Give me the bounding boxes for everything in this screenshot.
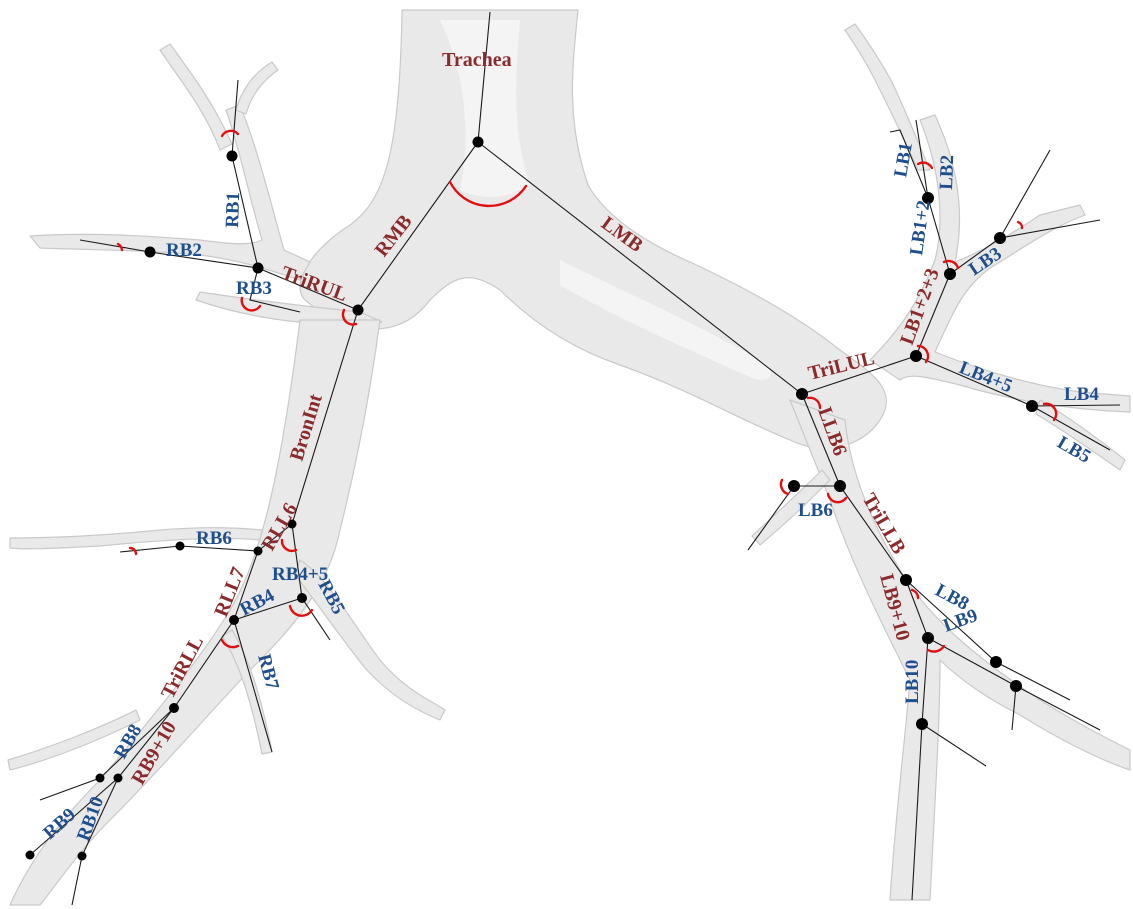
left-lower-surface xyxy=(790,400,1130,900)
node-trirll xyxy=(169,703,179,713)
label-lb9: LB9 xyxy=(941,605,981,637)
centerline-rb6 xyxy=(120,546,258,552)
node-lb9b xyxy=(1010,680,1022,692)
node-lb12-3 xyxy=(944,268,956,280)
node-rb45 xyxy=(297,593,307,603)
label-rb45: RB4+5 xyxy=(272,564,328,585)
node-rb10 xyxy=(78,852,87,861)
label-rb6: RB6 xyxy=(196,528,232,549)
label-lb1: LB1 xyxy=(890,141,917,179)
label-lb2: LB2 xyxy=(936,155,958,191)
node-lb10 xyxy=(916,718,928,730)
node-lb123 xyxy=(910,350,922,362)
node-rb6-junction xyxy=(254,547,263,556)
lb1-surface xyxy=(845,24,930,170)
node-rmb-end xyxy=(353,305,364,316)
node-lb9-10 xyxy=(922,632,934,644)
label-lb4: LB4 xyxy=(1064,384,1099,405)
label-rb2: RB2 xyxy=(166,240,202,261)
node-llb6 xyxy=(834,480,846,492)
node-lb9 xyxy=(990,656,1002,668)
node-trirul xyxy=(253,263,264,274)
arc-lb6 xyxy=(781,480,788,494)
label-rb3: RB3 xyxy=(236,278,272,299)
airway-surface xyxy=(8,10,1130,905)
label-lb6: LB6 xyxy=(798,500,833,521)
node-rb9 xyxy=(26,851,35,860)
node-lb45 xyxy=(1026,400,1038,412)
node-rb1 xyxy=(227,151,238,162)
node-carina xyxy=(473,137,484,148)
node-rb8 xyxy=(96,774,105,783)
node-rb6 xyxy=(176,542,185,551)
rb1-tip-surface xyxy=(160,44,232,150)
label-rb1: RB1 xyxy=(222,192,244,229)
label-lb12: LB1+2 xyxy=(906,199,934,257)
node-trillb xyxy=(900,574,912,586)
node-trilul xyxy=(796,388,808,400)
node-rb2 xyxy=(145,247,156,258)
node-lb6 xyxy=(788,480,800,492)
arc-lb3b xyxy=(1018,222,1022,228)
label-trachea: Trachea xyxy=(442,49,512,71)
rb1-side-surface xyxy=(236,62,278,114)
node-lb3 xyxy=(994,232,1006,244)
label-lb10: LB10 xyxy=(902,660,923,704)
label-rb7: RB7 xyxy=(253,652,283,693)
node-rb9-10 xyxy=(114,774,123,783)
